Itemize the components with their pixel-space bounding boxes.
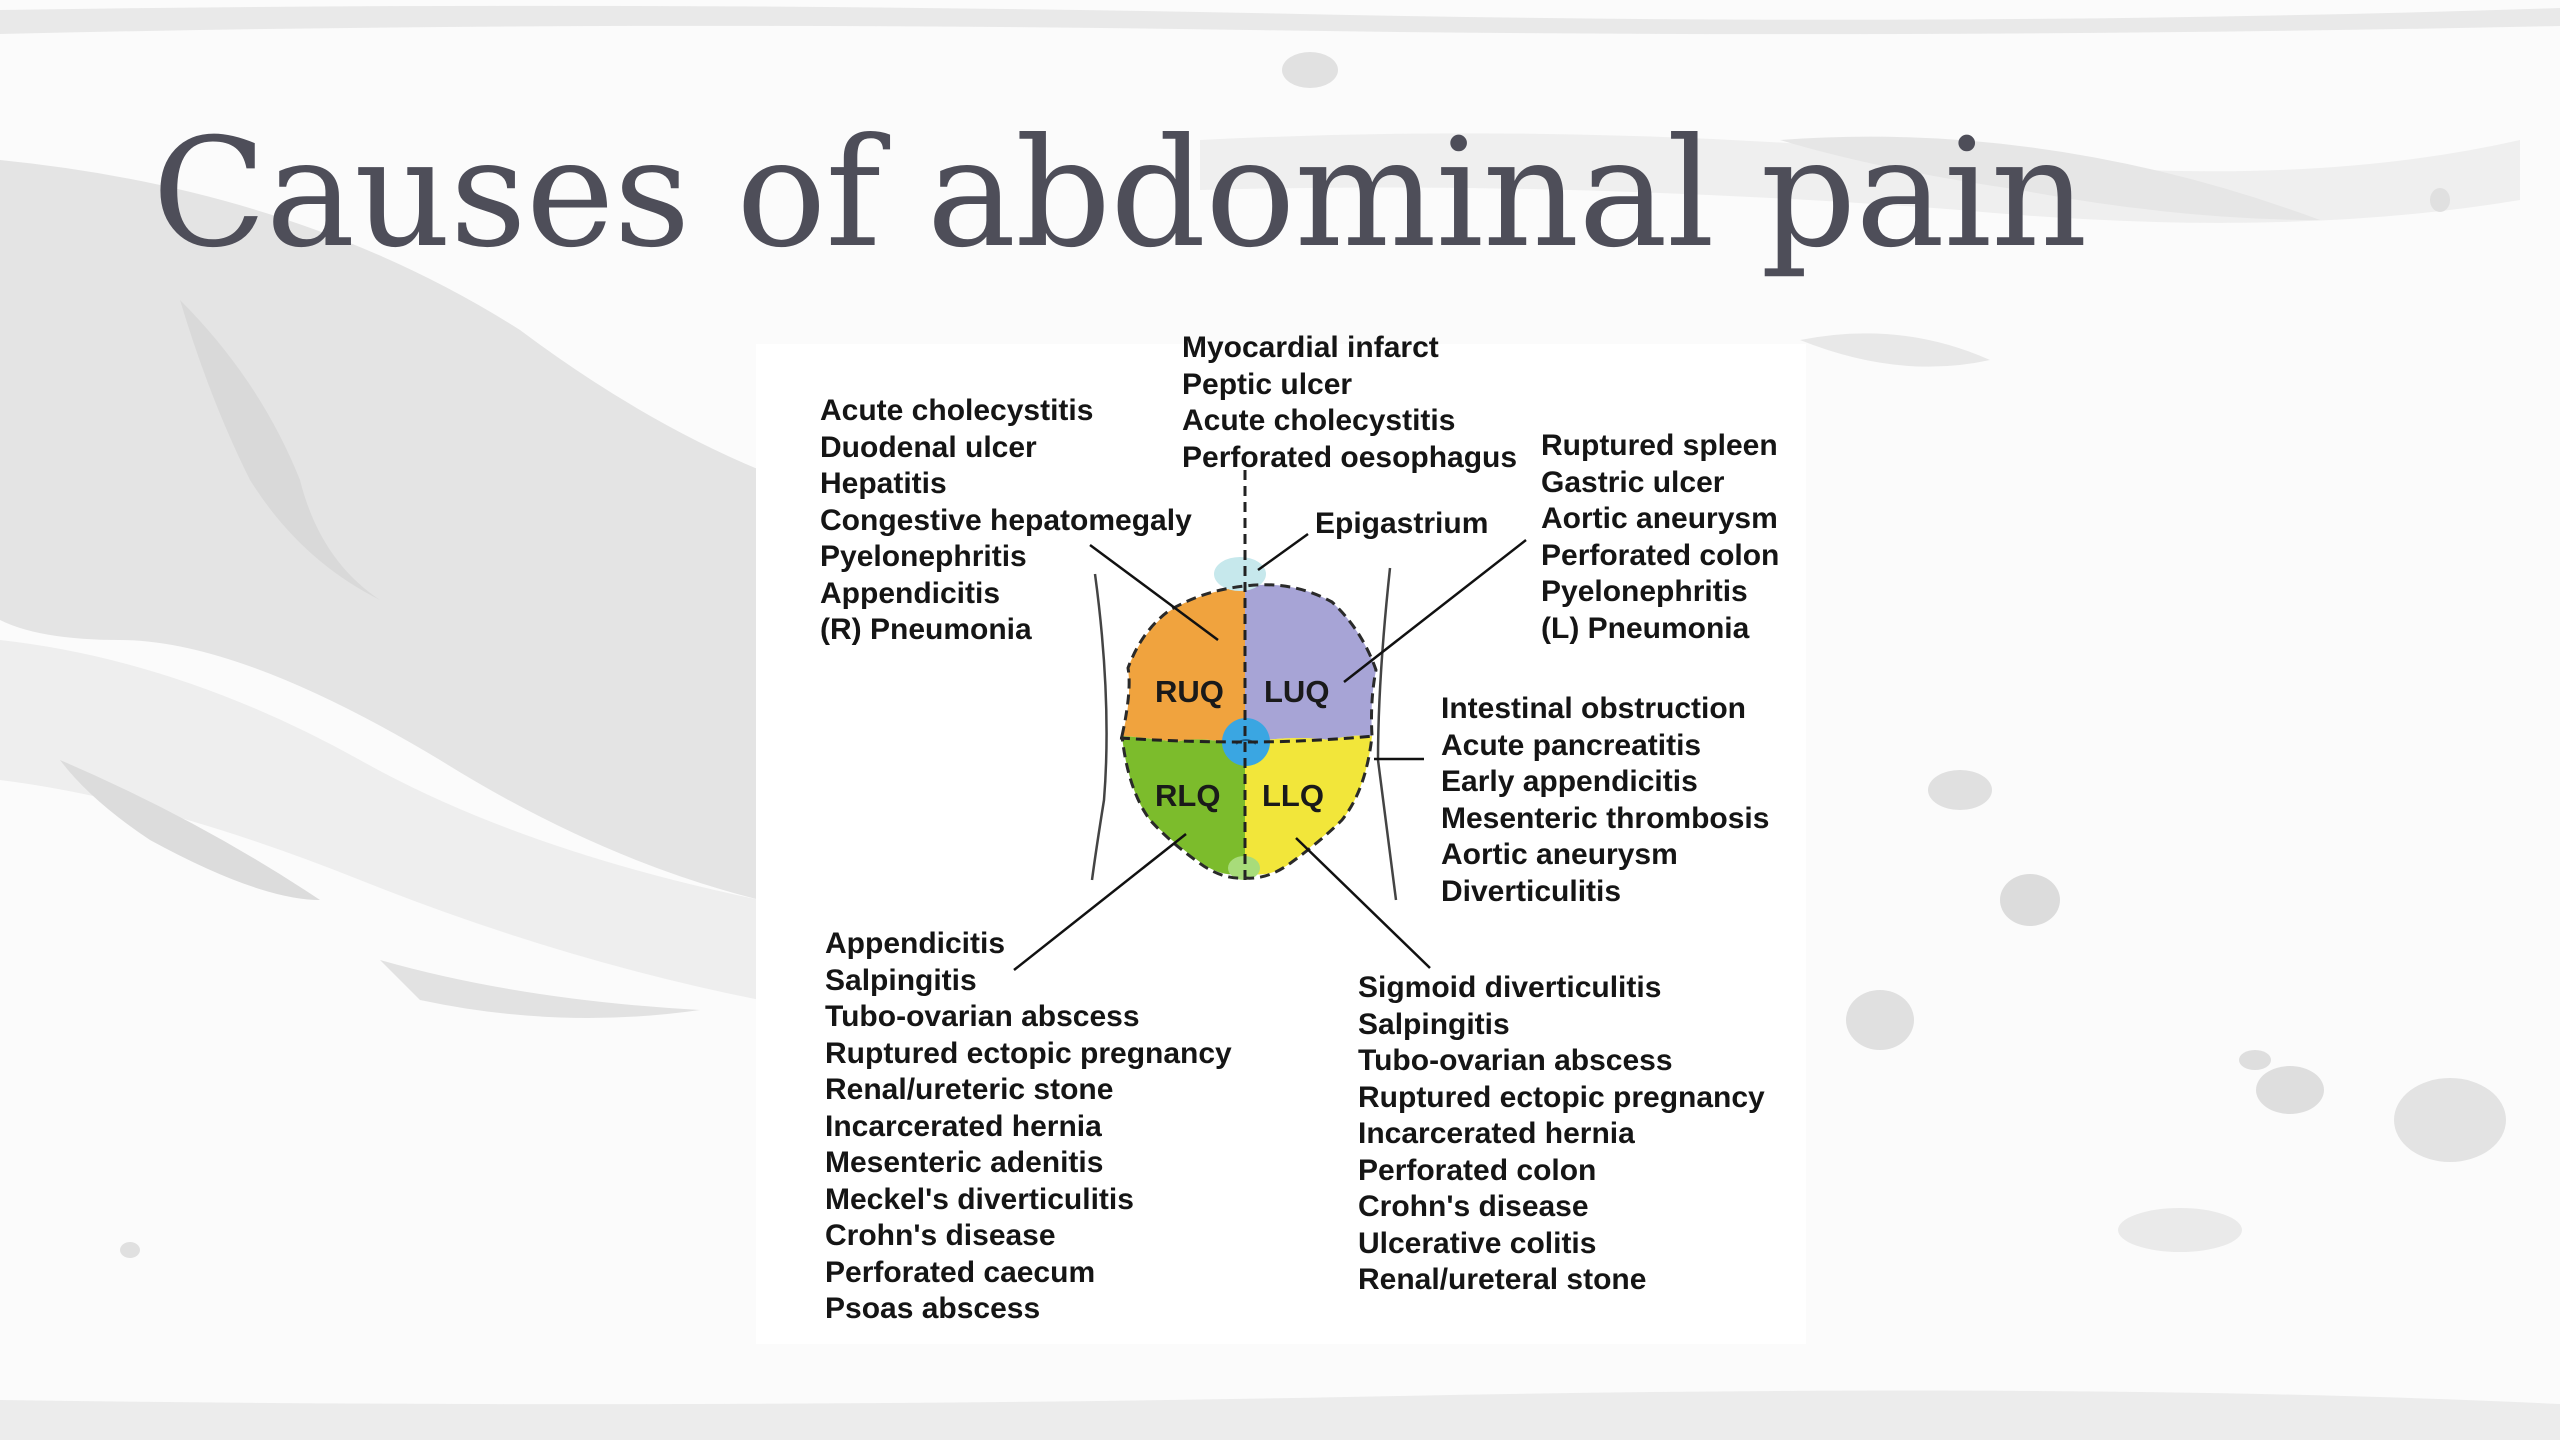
ruq-leader-line <box>1089 543 1219 642</box>
cause-item: Psoas abscess <box>825 1292 1041 1325</box>
cause-item: Ruptured ectopic pregnancy <box>825 1036 1232 1070</box>
llq-label: LLQ <box>1262 778 1324 813</box>
cause-item: Sigmoid diverticulitis <box>1358 971 1662 1004</box>
cause-item: Aortic aneurysm <box>1541 502 1778 535</box>
cause-item: Crohn's disease <box>825 1219 1056 1252</box>
cause-item: Pyelonephritis <box>820 540 1027 573</box>
cause-item: Salpingitis <box>1358 1007 1510 1041</box>
ruq-region <box>1122 586 1245 744</box>
cause-item: Crohn's disease <box>1358 1190 1589 1223</box>
cause-item: (L) Pneumonia <box>1541 611 1750 645</box>
epigastrium-label: Epigastrium <box>1315 507 1489 540</box>
luq-leader-line <box>1343 539 1527 683</box>
epigastric-leader-line <box>1257 532 1309 572</box>
cause-item: Gastric ulcer <box>1541 465 1725 499</box>
torso-outline-right <box>1090 573 1108 881</box>
cause-item: Diverticulitis <box>1441 874 1622 908</box>
cause-item: Tubo-ovarian abscess <box>825 1000 1140 1033</box>
ruq-label: RUQ <box>1155 674 1224 709</box>
cause-item: Renal/ureteral stone <box>1358 1263 1647 1296</box>
cause-item: Peptic ulcer <box>1182 367 1353 401</box>
luq-region <box>1245 584 1376 740</box>
llq-leader-line <box>1295 837 1431 969</box>
cause-item: Early appendicitis <box>1441 765 1698 798</box>
slide-title: Causes of abdominal pain <box>152 107 2087 281</box>
cause-item: Renal/ureteric stone <box>825 1073 1114 1106</box>
epigastric-region <box>1214 557 1266 591</box>
cause-item: Perforated caecum <box>825 1255 1096 1289</box>
cause-item: Meckel's diverticulitis <box>825 1182 1134 1216</box>
cause-item: Acute pancreatitis <box>1441 728 1702 762</box>
cause-item: Hepatitis <box>820 467 947 500</box>
cause-item: Mesenteric thrombosis <box>1441 801 1770 835</box>
cause-item: Duodenal ulcer <box>820 430 1037 464</box>
cause-item: (R) Pneumonia <box>820 613 1032 646</box>
rlq-region <box>1122 736 1245 875</box>
horizontal-midline <box>1119 734 1375 744</box>
luq-label: LUQ <box>1264 674 1329 709</box>
torso-outline-left <box>1376 567 1398 901</box>
cause-item: Perforated colon <box>1541 538 1780 572</box>
cause-item: Appendicitis <box>820 576 1001 610</box>
cause-item: Myocardial infarct <box>1182 331 1439 364</box>
cause-item: Ruptured ectopic pregnancy <box>1358 1080 1765 1114</box>
cause-item: Salpingitis <box>825 963 977 997</box>
cause-item: Congestive hepatomegaly <box>820 503 1192 537</box>
cause-item: Ulcerative colitis <box>1358 1226 1597 1260</box>
cause-item: Perforated colon <box>1358 1153 1597 1187</box>
cause-item: Aortic aneurysm <box>1441 838 1678 871</box>
cause-item: Tubo-ovarian abscess <box>1358 1044 1673 1077</box>
suprapubic-region <box>1228 856 1260 880</box>
rlq-leader-line <box>1013 833 1187 971</box>
cause-item: Incarcerated hernia <box>825 1109 1102 1143</box>
cause-item: Acute cholecystitis <box>820 394 1094 427</box>
llq-region <box>1245 735 1372 875</box>
cause-item: Appendicitis <box>825 927 1006 960</box>
cause-item: Ruptured spleen <box>1541 429 1778 462</box>
rlq-label: RLQ <box>1155 778 1220 813</box>
cause-item: Incarcerated hernia <box>1358 1117 1635 1150</box>
cause-item: Perforated oesophagus <box>1182 440 1518 474</box>
cause-item: Intestinal obstruction <box>1441 692 1747 725</box>
cause-item: Acute cholecystitis <box>1182 404 1456 437</box>
cause-item: Mesenteric adenitis <box>825 1146 1104 1179</box>
cause-item: Pyelonephritis <box>1541 575 1748 608</box>
